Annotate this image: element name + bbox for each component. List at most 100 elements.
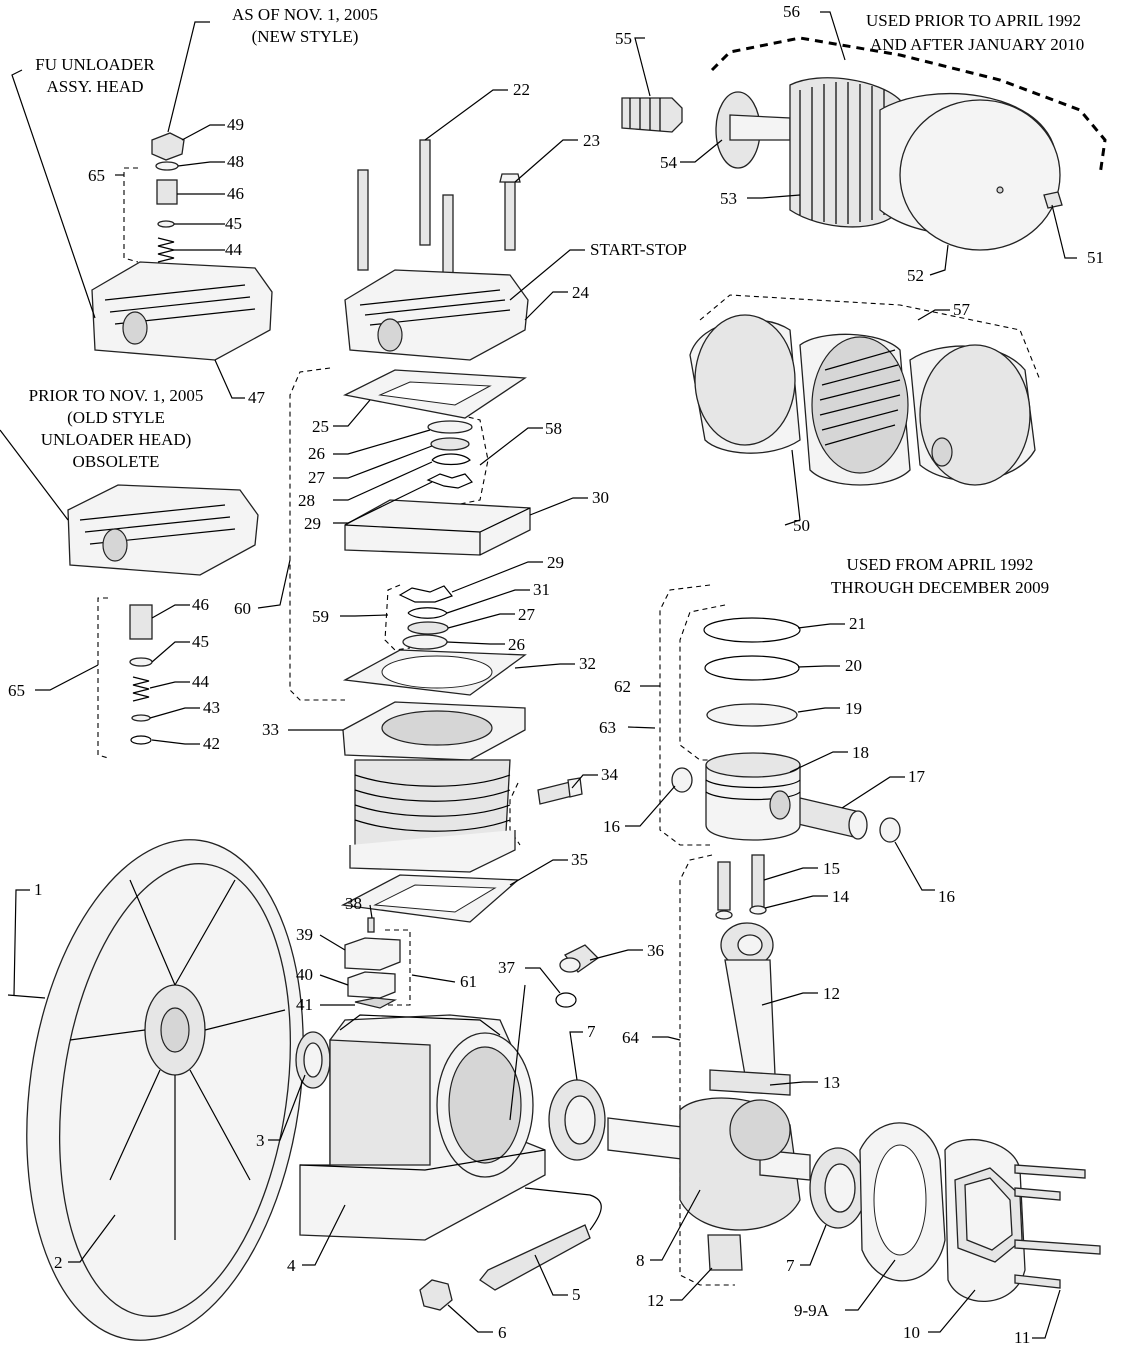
label-56: 56 [783, 2, 800, 21]
group-59-outline [384, 584, 411, 651]
label-18: 18 [852, 743, 869, 762]
group-61-outline [385, 929, 411, 1006]
label-10: 10 [903, 1323, 920, 1342]
label-27-upper: 27 [308, 468, 326, 487]
label-16-right: 16 [938, 887, 955, 906]
bearing-right [809, 1147, 867, 1229]
note-used-from-line2: THROUGH DECEMBER 2009 [831, 578, 1049, 597]
end-cover [944, 1138, 1026, 1302]
label-47: 47 [248, 388, 266, 407]
label-1: 1 [34, 880, 43, 899]
label-11: 11 [1014, 1328, 1030, 1347]
label-39: 39 [296, 925, 313, 944]
notes: AS OF NOV. 1, 2005 (NEW STYLE) FU UNLOAD… [29, 5, 1085, 597]
cylinder-head [344, 269, 529, 361]
label-2: 2 [54, 1253, 63, 1272]
label-23: 23 [583, 131, 600, 150]
label-9-9a: 9-9A [794, 1301, 830, 1320]
crankshaft [607, 1097, 811, 1231]
fu-unloader-head [91, 261, 273, 361]
valve-parts-upper [426, 420, 473, 489]
flywheel [26, 839, 304, 1341]
label-53: 53 [720, 189, 737, 208]
valve-plate [344, 499, 531, 556]
crankcase [299, 1014, 546, 1241]
label-27-lower: 27 [518, 605, 536, 624]
label-26-upper: 26 [308, 444, 325, 463]
label-46-upper: 46 [227, 184, 244, 203]
rod-bolts [715, 854, 767, 920]
label-29-upper: 29 [304, 514, 321, 533]
label-49: 49 [227, 115, 244, 134]
label-52: 52 [907, 266, 924, 285]
label-25: 25 [312, 417, 329, 436]
label-4: 4 [287, 1256, 296, 1275]
label-19: 19 [845, 699, 862, 718]
label-46-lower: 46 [192, 595, 209, 614]
label-57: 57 [953, 300, 971, 319]
label-44-lower: 44 [192, 672, 210, 691]
label-62: 62 [614, 677, 631, 696]
breather-tube [479, 1187, 602, 1291]
intake-nipple [621, 97, 683, 133]
label-58: 58 [545, 419, 562, 438]
breather-assembly [344, 917, 401, 1009]
group-64-outline [679, 854, 735, 1286]
label-50: 50 [793, 516, 810, 535]
note-prior-line4: OBSOLETE [73, 452, 160, 471]
label-26-lower: 26 [508, 635, 525, 654]
label-3: 3 [256, 1131, 265, 1150]
label-51: 51 [1087, 248, 1104, 267]
head-bolts [357, 139, 521, 276]
pin-clip-left [671, 767, 693, 793]
label-28: 28 [298, 491, 315, 510]
label-61: 61 [460, 972, 477, 991]
leader-lines [0, 11, 1077, 1339]
oil-seal [295, 1031, 331, 1089]
label-15: 15 [823, 859, 840, 878]
note-used-from-line1: USED FROM APRIL 1992 [847, 555, 1034, 574]
air-filter-old-style [689, 314, 1036, 486]
label-34: 34 [601, 765, 619, 784]
label-44-upper: 44 [225, 240, 243, 259]
note-used-prior-line2: AND AFTER JANUARY 2010 [870, 35, 1084, 54]
label-54: 54 [660, 153, 678, 172]
note-fu-line2: ASSY. HEAD [47, 77, 144, 96]
label-14: 14 [832, 887, 850, 906]
label-29-lower: 29 [547, 553, 564, 572]
note-as-of-line2: (NEW STYLE) [252, 27, 359, 46]
label-41: 41 [296, 995, 313, 1014]
label-7-left: 7 [587, 1022, 596, 1041]
label-20: 20 [845, 656, 862, 675]
note-used-prior-line1: USED PRIOR TO APRIL 1992 [866, 11, 1081, 30]
label-36: 36 [647, 941, 664, 960]
hex-plug [419, 1279, 453, 1311]
label-48: 48 [227, 152, 244, 171]
label-43: 43 [203, 698, 220, 717]
label-60: 60 [234, 599, 251, 618]
unloader-parts-bottom [129, 604, 153, 745]
piston-rings [703, 617, 801, 727]
label-22: 22 [513, 80, 530, 99]
connecting-rod [707, 922, 791, 1271]
label-42: 42 [203, 734, 220, 753]
note-as-of-line1: AS OF NOV. 1, 2005 [232, 5, 378, 24]
parts [7, 77, 1101, 1341]
label-33: 33 [262, 720, 279, 739]
breather-o-ring [555, 992, 577, 1008]
label-40: 40 [296, 965, 313, 984]
end-cover-screws [1014, 1164, 1101, 1289]
label-7-right: 7 [786, 1256, 795, 1275]
label-45-upper: 45 [225, 214, 242, 233]
label-30: 30 [592, 488, 609, 507]
note-prior-line1: PRIOR TO NOV. 1, 2005 [29, 386, 204, 405]
label-38: 38 [345, 894, 362, 913]
group-63-outline [659, 584, 711, 846]
breather-cap [559, 944, 600, 973]
label-35: 35 [571, 850, 588, 869]
note-prior-line3: UNLOADER HEAD) [41, 430, 192, 449]
label-32: 32 [579, 654, 596, 673]
note-prior-line2: (OLD STYLE [67, 408, 165, 427]
label-8: 8 [636, 1251, 645, 1270]
base-gasket [340, 874, 520, 923]
